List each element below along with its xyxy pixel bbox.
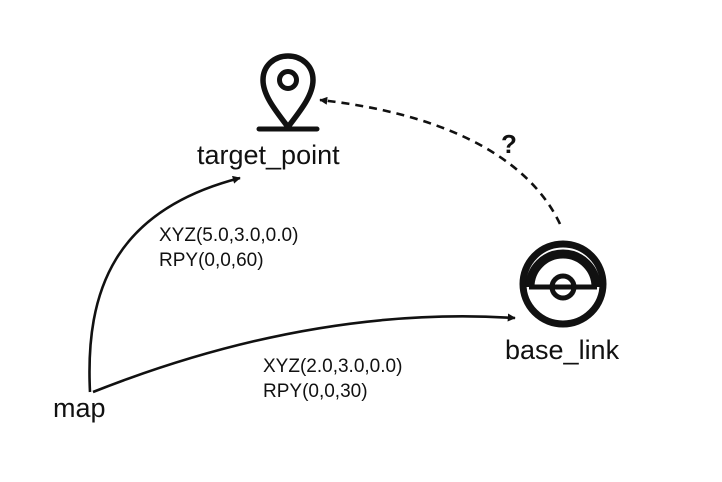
node-label-base-link: base_link: [505, 335, 620, 365]
node-label-map: map: [53, 393, 106, 423]
unknown-transform-label: ?: [501, 129, 517, 159]
edge-map-to-base: [92, 313, 516, 394]
edge-label-map-base: XYZ(2.0,3.0,0.0) RPY(0,0,30): [263, 354, 402, 404]
rpy-label: RPY(0,0,30): [263, 381, 368, 402]
edge-label-map-target: XYZ(5.0,3.0,0.0) RPY(0,0,60): [159, 223, 298, 273]
xyz-label: XYZ(2.0,3.0,0.0): [263, 356, 403, 377]
location-pin-icon: [256, 53, 320, 132]
edge-map-to-target: [88, 175, 241, 393]
node-label-target-point: target_point: [197, 140, 340, 170]
edge-base-to-target: [319, 96, 562, 225]
rpy-label: RPY(0,0,60): [159, 250, 264, 271]
xyz-label: XYZ(5.0,3.0,0.0): [159, 225, 299, 246]
robot-base-icon: [519, 240, 607, 328]
